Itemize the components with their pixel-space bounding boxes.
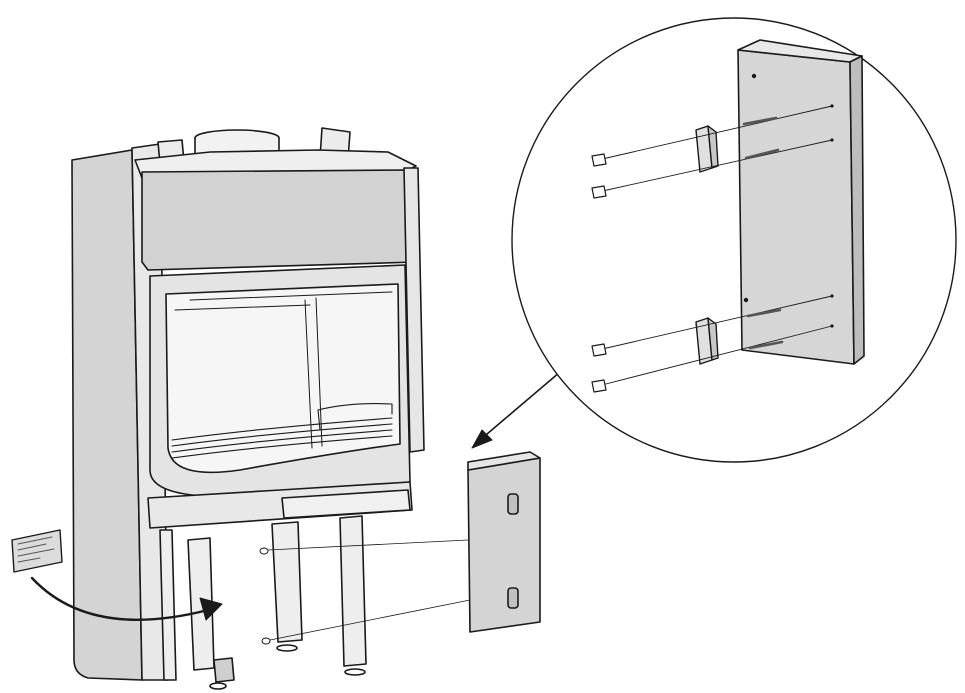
screw [259, 547, 271, 645]
mounting-bracket [695, 125, 719, 173]
alignment-lines [267, 539, 471, 641]
rating-plate [11, 529, 63, 573]
upper-hood-panel [141, 169, 417, 271]
support-legs [159, 515, 367, 681]
ash-drawer [281, 489, 411, 519]
detail-pointer-arrow [471, 371, 561, 449]
screw [597, 105, 833, 387]
detail-panel-holes [743, 73, 757, 303]
glass-window [165, 283, 401, 474]
adjustable-feet [209, 644, 366, 690]
right-frame-post [403, 167, 425, 453]
screw-target-marks [830, 104, 834, 328]
log-grate [171, 403, 393, 459]
cladding-panel [467, 451, 541, 633]
detail-panel-front [737, 49, 855, 365]
screw-shanks [742, 116, 784, 350]
left-side-cladding [71, 149, 143, 681]
rating-plate-holder [213, 657, 235, 683]
fireplace-insert [71, 127, 425, 690]
panel-front [467, 457, 541, 633]
mounting-bracket [695, 317, 719, 365]
glass-reflections [174, 291, 393, 449]
screw-heads [591, 153, 607, 393]
arrow-icon [30, 576, 223, 621]
detail-panel-edge [849, 55, 865, 365]
panel-top [467, 451, 541, 471]
panel-slots [507, 493, 519, 609]
detail-enlargement [511, 17, 957, 463]
